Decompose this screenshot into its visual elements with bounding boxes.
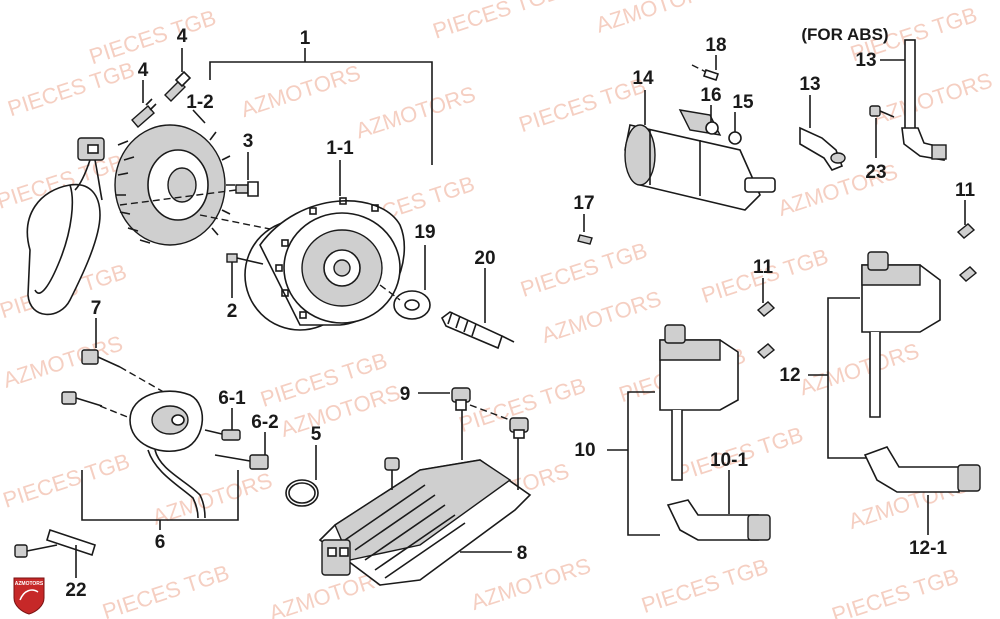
callout-2: 2 (227, 301, 238, 322)
ignition-coil-12 (861, 251, 941, 418)
watermark-text: AZMOTORS (353, 81, 479, 143)
watermark-text: AZMOTORS (869, 68, 995, 130)
bolt-4-left (131, 98, 157, 128)
speed-sensor-13 (799, 126, 846, 171)
bolt-3 (235, 181, 259, 197)
bolt-23 (869, 105, 895, 118)
plug-cap-10-1 (666, 499, 771, 541)
watermark-text: AZMOTORS (796, 338, 922, 400)
leader-1-2 (192, 109, 206, 124)
callout-9: 9 (400, 384, 411, 405)
watermark-text: PIECES TGB (0, 448, 133, 512)
logo-text: AZMOTORS (15, 581, 44, 587)
shaft-20 (440, 311, 515, 350)
flywheel-rotor (244, 197, 405, 331)
washer-19 (393, 290, 431, 320)
sensor-part-6-1 (204, 429, 241, 441)
watermark-text: AZMOTORS (593, 0, 719, 38)
bolt-22 (14, 528, 96, 558)
sensor-part-6-2 (214, 454, 269, 470)
callout-11-lower: 11 (753, 257, 774, 278)
callout-17: 17 (573, 193, 594, 214)
callout-3: 3 (243, 131, 254, 152)
callout-20: 20 (474, 248, 495, 269)
dashed-line (99, 405, 136, 421)
callout-5: 5 (311, 424, 322, 445)
watermark-text: AZMOTORS (468, 553, 594, 615)
screw-11-upper (956, 223, 978, 282)
bracket-12 (827, 297, 868, 459)
bolt-6-screw (61, 391, 103, 407)
bolt-9 (451, 387, 529, 439)
abs-sensor-13 (901, 39, 947, 161)
callout-4-right: 4 (177, 26, 188, 47)
key-17 (577, 234, 593, 245)
callout-23: 23 (865, 162, 886, 183)
watermark-text: PIECES TGB (829, 563, 962, 619)
callout-1-2: 1-2 (186, 92, 213, 113)
dashed-line (469, 404, 511, 421)
azmotors-logo: AZMOTORS (13, 577, 45, 615)
dashed-line (199, 214, 301, 236)
bracket-10 (627, 391, 660, 536)
callout-12-1: 12-1 (909, 538, 947, 559)
screw-11 (756, 301, 776, 359)
bolt-7 (81, 349, 121, 368)
watermark-text: PIECES TGB (430, 0, 563, 44)
bolt-4-right (164, 70, 192, 102)
callout-4-left: 4 (138, 60, 149, 81)
callout-13-abs: 13 (855, 50, 876, 71)
callout-14: 14 (632, 68, 654, 89)
callout-10: 10 (574, 440, 595, 461)
watermark-text: AZMOTORS (538, 286, 664, 348)
dashed-line (119, 189, 237, 206)
note-for-abs: (FOR ABS) (801, 25, 888, 44)
dashed-line (379, 284, 401, 301)
callout-6: 6 (155, 532, 166, 553)
stator-coil (26, 124, 235, 316)
watermark-text: PIECES TGB (99, 560, 232, 619)
callout-13-left: 13 (799, 74, 820, 95)
callout-11-upper: 11 (955, 180, 976, 201)
watermark-text: PIECES TGB (638, 554, 771, 618)
callout-1: 1 (300, 28, 311, 49)
callout-12: 12 (779, 365, 800, 386)
callout-8: 8 (517, 543, 528, 564)
watermark-text: PIECES TGB (86, 5, 219, 69)
callout-6-1: 6-1 (218, 388, 246, 409)
callout-6-2: 6-2 (251, 412, 278, 433)
watermark-text: AZMOTORS (238, 60, 364, 122)
callout-15: 15 (732, 92, 754, 113)
callout-19: 19 (414, 222, 435, 243)
oring-5 (285, 479, 319, 507)
callout-18: 18 (705, 35, 726, 56)
pickup-sensor-6 (129, 390, 206, 519)
callout-7: 7 (91, 298, 102, 319)
plug-cap-12-1 (863, 446, 981, 493)
bracket-1 (209, 61, 433, 165)
ignition-coil-10 (659, 324, 739, 481)
regulator-8 (318, 400, 532, 586)
callout-10-1: 10-1 (710, 450, 748, 471)
starter-motor-14 (624, 109, 776, 211)
callout-16: 16 (700, 85, 721, 106)
watermark-text: PIECES TGB (517, 237, 650, 301)
callout-1-1: 1-1 (326, 138, 354, 159)
watermark-text: PIECES TGB (5, 57, 138, 121)
pin-18 (691, 64, 720, 82)
callout-22: 22 (65, 580, 86, 601)
